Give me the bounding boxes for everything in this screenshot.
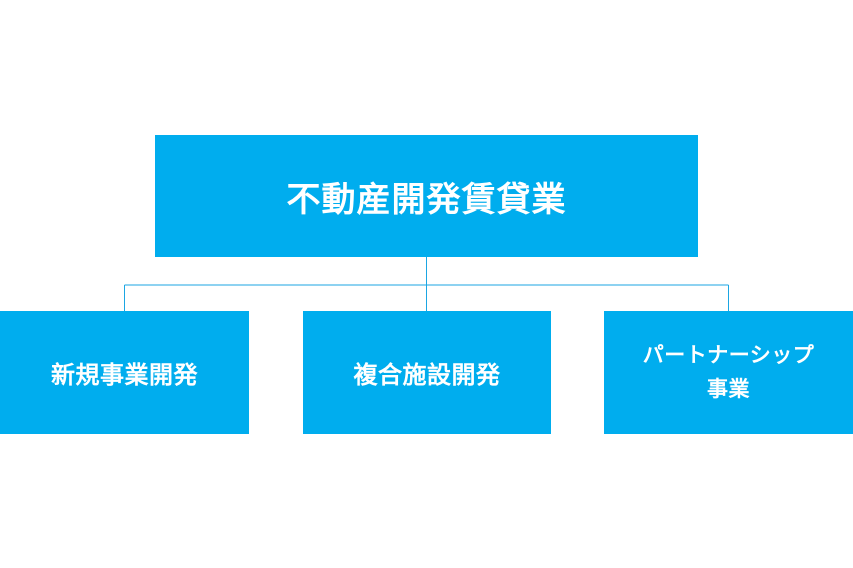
root-node-label: 不動産開発賃貸業 — [286, 179, 567, 220]
root-node: 不動産開発賃貸業 — [155, 135, 698, 257]
child-node-partnership-business: パートナーシップ 事業 — [604, 311, 853, 434]
child-node-label-line-1: パートナーシップ — [642, 342, 815, 367]
child-node-label: 新規事業開発 — [51, 361, 198, 389]
child-node-new-business-development: 新規事業開発 — [0, 311, 249, 434]
child-node-complex-facility-development: 複合施設開発 — [303, 311, 551, 434]
child-node-label-line-2: 事業 — [707, 376, 750, 401]
child-node-label: 複合施設開発 — [353, 361, 501, 389]
child-node-label-wrapper: パートナーシップ 事業 — [643, 339, 815, 406]
